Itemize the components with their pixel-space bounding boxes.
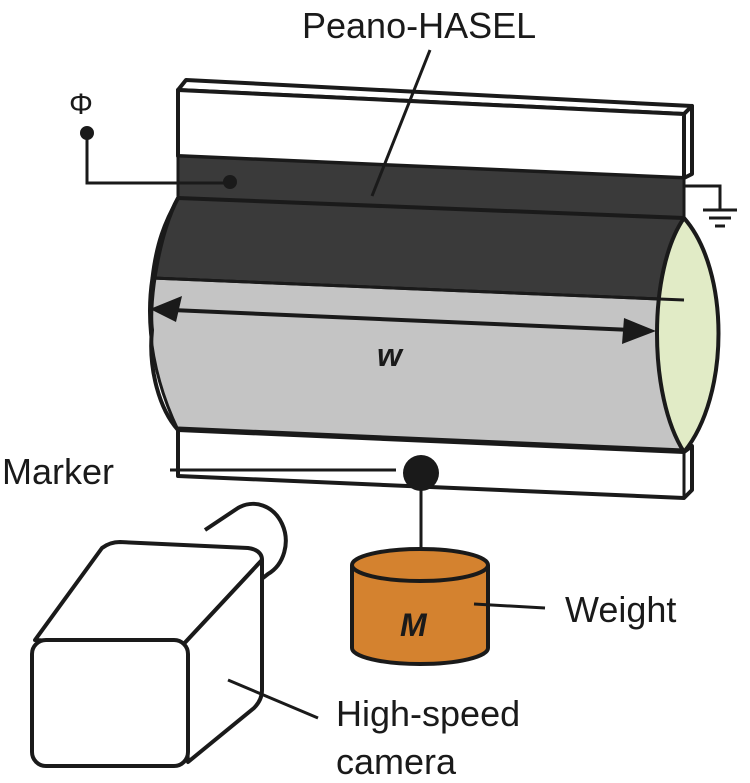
actuator-label: Peano-HASEL [302, 5, 536, 46]
camera-icon [30, 501, 288, 768]
light-pouch-region [148, 276, 686, 454]
marker-dot [403, 455, 439, 491]
camera-leader-line [227, 678, 319, 720]
width-label: w [377, 337, 404, 373]
weight-label: Weight [565, 589, 676, 630]
ground-icon [684, 184, 737, 228]
voltage-connection [80, 126, 237, 189]
mass-label: M [400, 607, 428, 643]
actuator-leader-line [370, 49, 432, 197]
top-frame-plate [176, 78, 694, 180]
marker-label: Marker [2, 451, 114, 492]
voltage-symbol: Φ [69, 88, 93, 121]
camera-label-line2: camera [336, 741, 457, 782]
peano-hasel-actuator [148, 154, 721, 456]
width-dimension-arrow [150, 296, 656, 344]
weight-cylinder [350, 547, 490, 666]
weight-leader-line [473, 602, 546, 610]
camera-label-line1: High-speed [336, 693, 520, 734]
